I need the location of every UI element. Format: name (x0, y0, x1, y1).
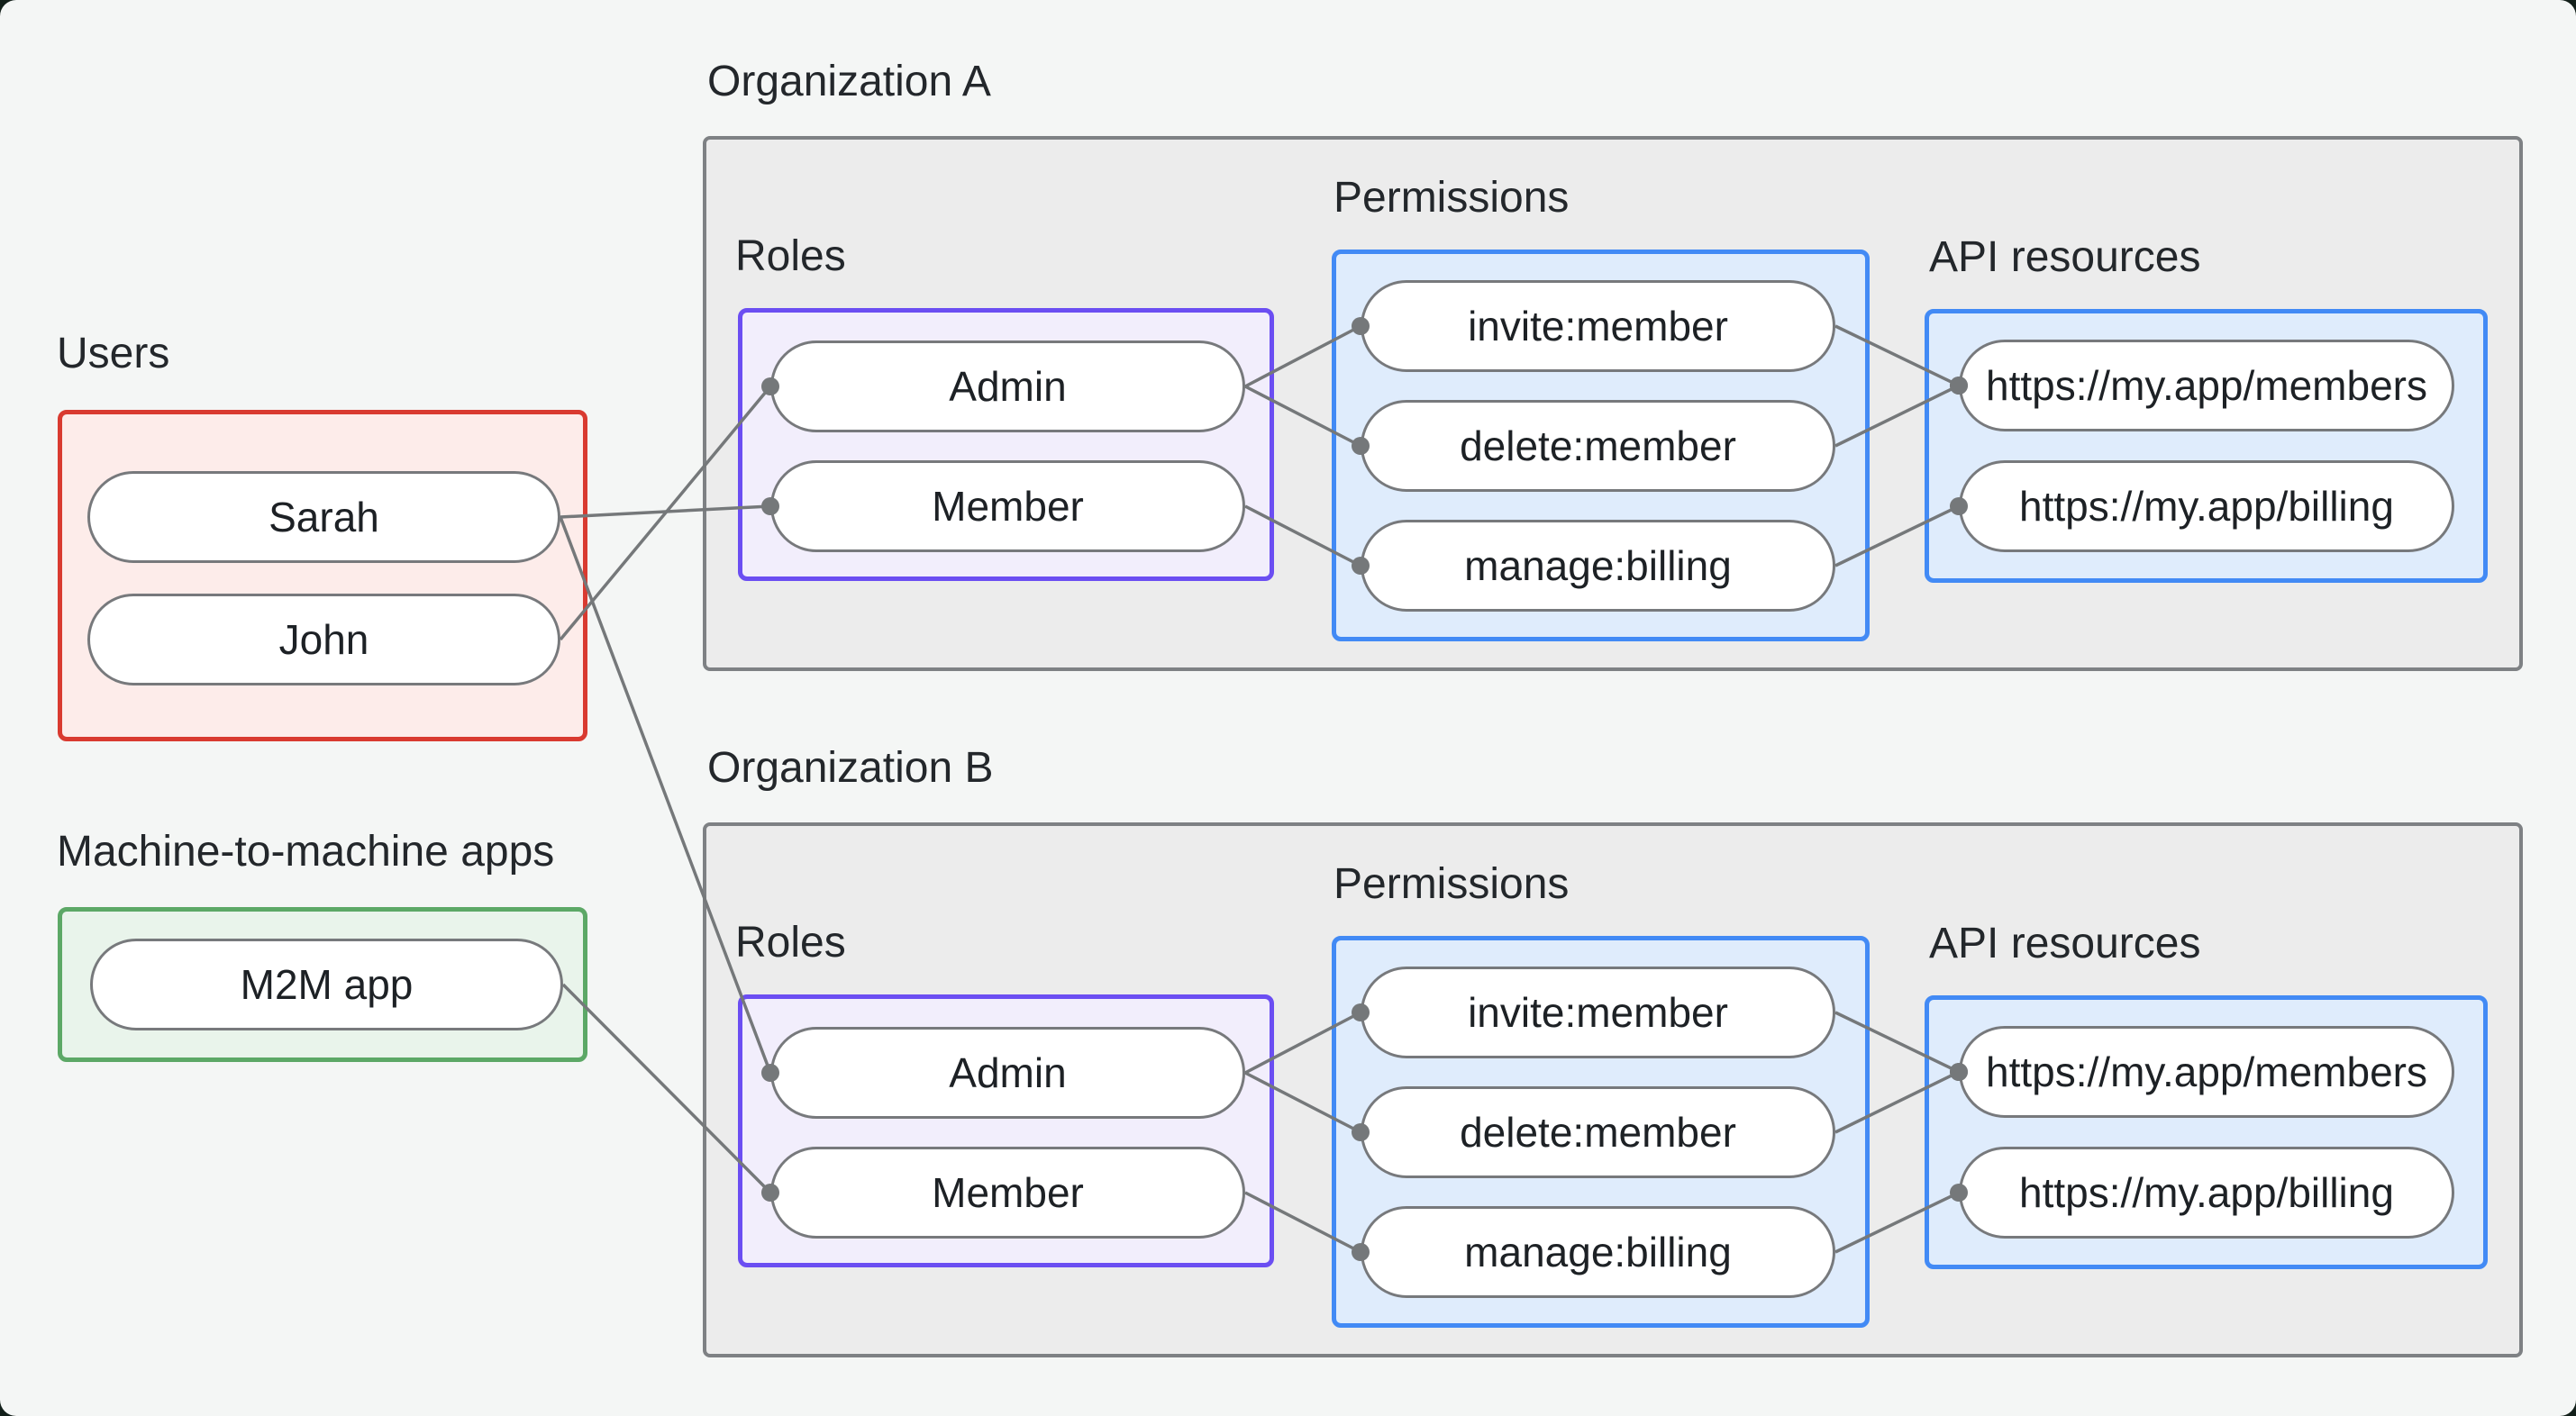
org-b-roles-label: Roles (735, 919, 846, 967)
node-org-a-permission-invite-member: invite:member (1361, 280, 1835, 372)
node-org-b-permission-invite-member: invite:member (1361, 967, 1835, 1058)
node-org-b-api-members: https://my.app/members (1959, 1026, 2454, 1118)
org-b-title: Organization B (707, 744, 994, 792)
node-org-a-permission-delete-member: delete:member (1361, 400, 1835, 492)
node-org-b-role-admin: Admin (770, 1027, 1245, 1119)
node-org-a-permission-manage-billing: manage:billing (1361, 520, 1835, 612)
node-org-a-role-admin: Admin (770, 340, 1245, 432)
node-org-b-role-member: Member (770, 1147, 1245, 1239)
org-a-api-resources-label: API resources (1929, 233, 2201, 281)
node-org-a-api-billing: https://my.app/billing (1959, 460, 2454, 552)
org-a-permissions-label: Permissions (1334, 174, 1570, 222)
org-a-title: Organization A (707, 58, 991, 105)
node-org-a-api-members: https://my.app/members (1959, 340, 2454, 431)
node-org-b-permission-delete-member: delete:member (1361, 1086, 1835, 1178)
users-group-label: Users (57, 330, 170, 377)
node-user-sarah: Sarah (87, 471, 560, 563)
node-user-john: John (87, 594, 560, 685)
m2m-group-label: Machine-to-machine apps (57, 828, 555, 876)
node-org-a-role-member: Member (770, 460, 1245, 552)
org-b-permissions-label: Permissions (1334, 860, 1570, 908)
org-a-roles-label: Roles (735, 232, 846, 280)
node-org-b-permission-manage-billing: manage:billing (1361, 1206, 1835, 1298)
org-b-api-resources-label: API resources (1929, 920, 2201, 967)
users-box (58, 410, 587, 741)
node-org-b-api-billing: https://my.app/billing (1959, 1147, 2454, 1239)
node-m2m-app: M2M app (90, 939, 563, 1030)
